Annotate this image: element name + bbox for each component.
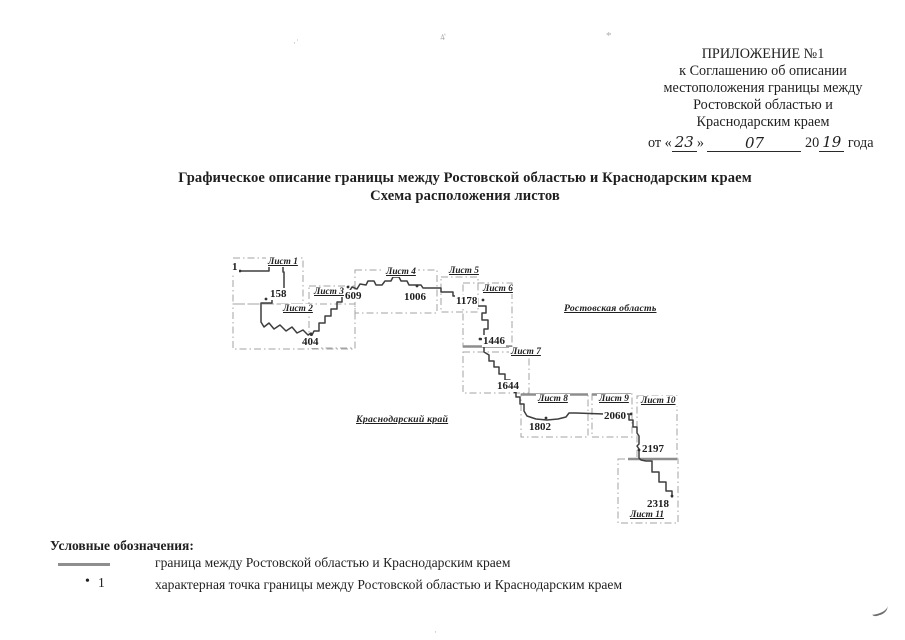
boundary-point-dot	[346, 285, 350, 289]
region-label-2: Краснодарский край	[356, 414, 449, 425]
handwritten-day: 23	[671, 133, 697, 152]
region-label-1: Ростовская область	[564, 303, 657, 314]
boundary-line-symbol	[58, 563, 110, 566]
scan-artifact: ·	[434, 627, 437, 637]
date-prefix: от «	[648, 135, 672, 151]
sheet-outline-5	[440, 276, 479, 313]
date-century: 20	[801, 135, 820, 151]
header-line-5: Краснодарским краем	[696, 114, 830, 130]
boundary-point-dot	[309, 332, 313, 336]
point-number-1802: 1802	[528, 421, 552, 433]
point-number-1006: 1006	[403, 291, 427, 303]
sheet-label-2: Лист 2	[281, 304, 315, 314]
sheet-outline-3	[308, 285, 356, 349]
point-number-1178: 1178	[455, 295, 479, 307]
scan-artifact: *	[606, 30, 612, 42]
sheet-label-3: Лист 3	[312, 287, 346, 297]
sheet-label-11: Лист 11	[628, 510, 667, 520]
point-marker-number: 1	[98, 575, 105, 590]
month-blank: 07	[707, 134, 802, 152]
boundary-point-dot	[629, 412, 633, 416]
boundary-point-dot	[238, 269, 242, 273]
point-number-1: 1	[231, 261, 239, 273]
boundary-point-dot	[481, 298, 485, 302]
boundary-point-dot	[544, 416, 548, 420]
title-line-1: Графическое описание границы между Росто…	[178, 170, 752, 186]
appendix-header: ПРИЛОЖЕНИЕ №1 к Соглашению об описании м…	[628, 46, 898, 131]
sheet-label-1: Лист 1	[266, 257, 300, 267]
header-line-1: ПРИЛОЖЕНИЕ №1	[701, 46, 825, 62]
boundary-point-dot	[670, 494, 674, 498]
boundary-point-dot	[264, 297, 268, 301]
legend-heading: Условные обозначения:	[50, 538, 194, 553]
sheet-label-4: Лист 4	[384, 267, 418, 277]
sheet-outline-7	[462, 351, 530, 394]
point-number-404: 404	[301, 336, 320, 348]
header-line-3: местоположения границы между	[663, 80, 863, 96]
point-number-609: 609	[344, 290, 363, 302]
sheet-label-8: Лист 8	[536, 394, 570, 404]
handwritten-year: 19	[819, 133, 845, 152]
document-title: Графическое описание границы между Росто…	[40, 170, 890, 205]
sheet-label-10: Лист 10	[639, 396, 678, 406]
header-line-2: к Соглашению об описании	[679, 63, 847, 79]
scan-artifact: ·˙	[293, 38, 299, 48]
boundary-point-dot	[478, 337, 482, 341]
title-line-2: Схема расположения листов	[370, 187, 560, 204]
point-number-2060: 2060	[603, 410, 627, 422]
legend-boundary-text: граница между Ростовской областью и Крас…	[155, 555, 511, 570]
point-marker-dot: •	[85, 574, 90, 589]
date-after-day: »	[696, 135, 708, 151]
point-number-2197: 2197	[641, 443, 665, 455]
sheet-label-5: Лист 5	[447, 266, 481, 276]
sheet-label-6: Лист 6	[481, 284, 515, 294]
header-line-4: Ростовской областью и	[693, 97, 833, 113]
legend-point-text: характерная точка границы между Ростовск…	[155, 577, 623, 592]
point-number-158: 158	[269, 288, 288, 300]
handwritten-month: 07	[744, 134, 765, 152]
sheet-label-9: Лист 9	[597, 394, 631, 404]
point-number-1446: 1446	[482, 335, 506, 347]
date-suffix: года	[844, 135, 874, 151]
point-number-2318: 2318	[646, 498, 670, 510]
boundary-point-dot	[415, 284, 419, 288]
boundary-point-dot	[637, 448, 641, 452]
sheet-label-7: Лист 7	[509, 347, 543, 357]
point-number-1644: 1644	[496, 380, 520, 392]
